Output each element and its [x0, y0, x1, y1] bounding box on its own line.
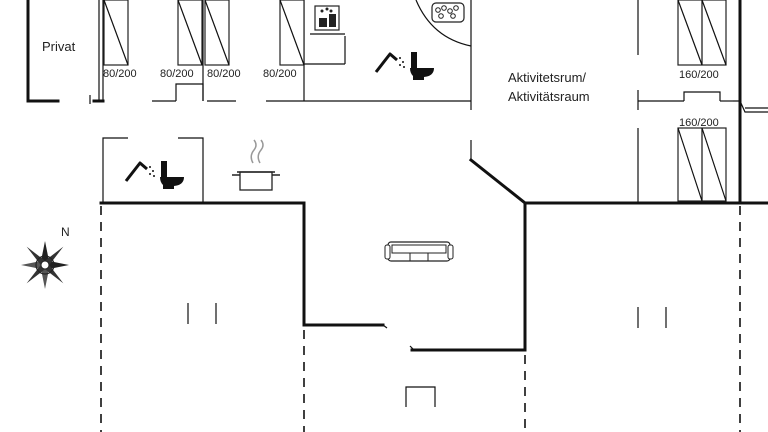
compass-north-label: N: [61, 225, 70, 239]
bed-size-label-6: 160/200: [679, 117, 719, 129]
bed-80-4: [279, 0, 305, 66]
cooking-pot-icon: [232, 139, 280, 191]
toilet-icon: [410, 52, 434, 80]
compass-rose-icon: [21, 241, 69, 289]
toilet-icon-2: [160, 161, 184, 189]
room-label-activity-line1: Aktivitetsrum/: [508, 70, 586, 85]
walls: [26, 0, 768, 352]
bed-size-label-4: 80/200: [263, 68, 297, 80]
bed-160-2: [677, 127, 727, 202]
bed-160-1: [677, 0, 727, 66]
chair-marks-right: [637, 307, 667, 328]
bed-80-1: [103, 0, 129, 66]
bed-80-2: [177, 0, 203, 66]
sauna-heater-icon: [314, 5, 340, 31]
bed-size-label-3: 80/200: [207, 68, 241, 80]
bed-size-label-2: 80/200: [160, 68, 194, 80]
shower-icon-2: [124, 161, 155, 182]
room-label-activity-line2: Aktivitätsraum: [508, 89, 590, 104]
bed-size-label-1: 80/200: [103, 68, 137, 80]
chair-marks-left: [187, 303, 217, 324]
shower-icon: [374, 52, 405, 73]
terrace-outlines: [100, 206, 741, 432]
spa-tub-icon: [431, 2, 465, 23]
room-label-private: Privat: [42, 39, 76, 54]
sofa-icon: [384, 241, 454, 262]
bed-80-3: [204, 0, 230, 66]
bed-size-label-5: 160/200: [679, 69, 719, 81]
chair-icon: [405, 386, 436, 407]
